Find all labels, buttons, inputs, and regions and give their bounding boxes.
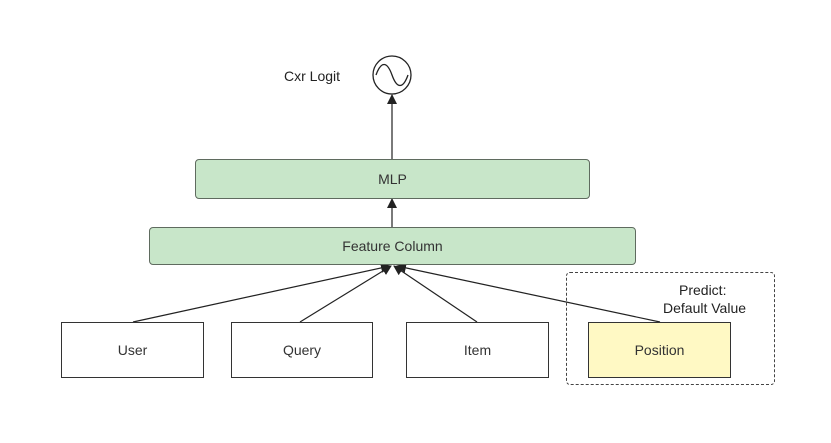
predict-note-line2: Default Value	[663, 300, 747, 316]
edge-user-to-feature-column	[132, 263, 391, 323]
input-item-node: Item	[406, 322, 549, 378]
edge-item-to-feature-column	[393, 265, 478, 323]
feature-column-node: Feature Column	[149, 227, 636, 265]
edge-position-to-feature-column	[396, 262, 661, 323]
input-query-label: Query	[282, 342, 322, 358]
input-user-node: User	[61, 322, 204, 378]
input-position-node: Position	[588, 322, 731, 378]
mlp-node: MLP	[195, 159, 590, 199]
edge-query-to-feature-column	[299, 265, 392, 323]
input-query-node: Query	[231, 322, 373, 378]
predict-group	[566, 272, 775, 385]
input-item-label: Item	[463, 342, 492, 358]
predict-note-line1: Predict:	[679, 282, 727, 298]
output-label: Cxr Logit	[284, 68, 341, 84]
sigmoid-icon	[372, 55, 412, 95]
feature-column-label: Feature Column	[342, 238, 443, 254]
mlp-label: MLP	[378, 171, 407, 187]
input-position-label: Position	[634, 342, 685, 358]
input-user-label: User	[117, 342, 148, 358]
